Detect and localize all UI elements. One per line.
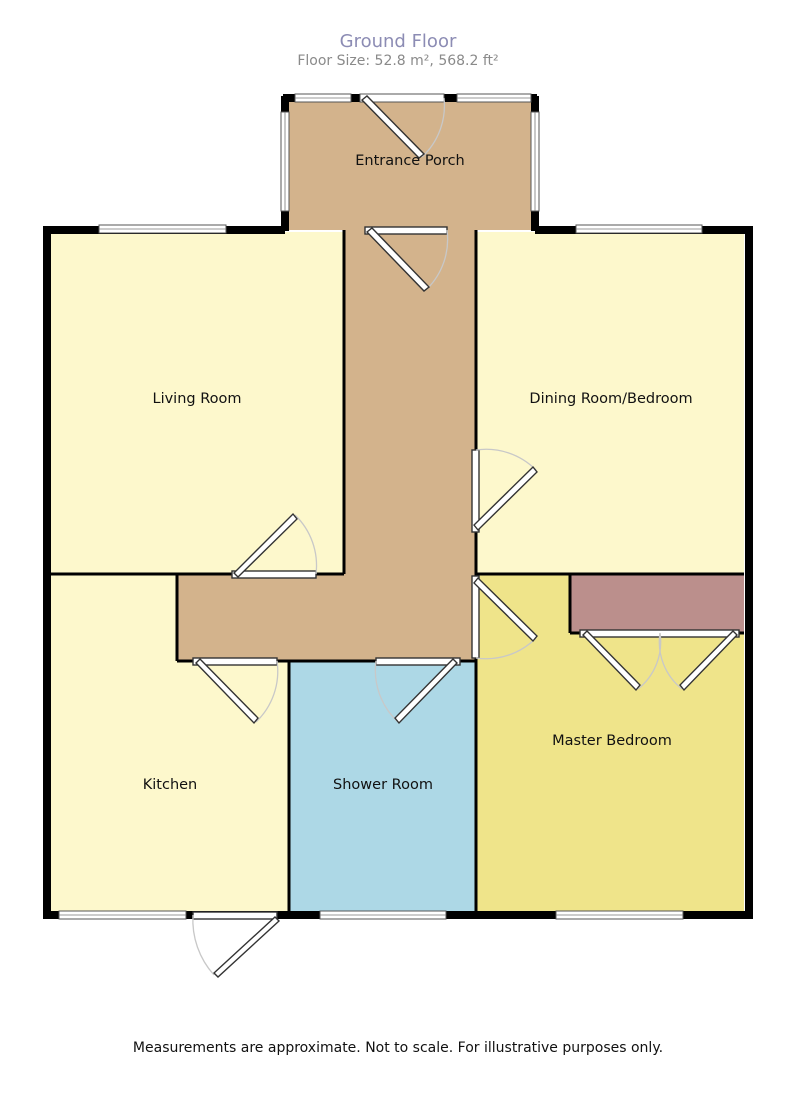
living-room-label: Living Room xyxy=(152,391,241,407)
master-bedroom-label: Master Bedroom xyxy=(552,733,672,749)
entrance-porch-area xyxy=(286,99,534,230)
doors xyxy=(192,95,738,978)
dining-bedroom-label: Dining Room/Bedroom xyxy=(529,391,692,407)
floor-title: Ground Floor xyxy=(339,31,457,52)
wardrobe-area xyxy=(570,574,744,633)
dining-bedroom-area xyxy=(476,232,744,574)
floor-plan: Entrance Porch Living Room Dining Room/B… xyxy=(43,93,753,978)
disclaimer: Measurements are approximate. Not to sca… xyxy=(132,1040,664,1056)
kitchen-label: Kitchen xyxy=(143,777,198,793)
hallway-area xyxy=(177,230,476,661)
windows xyxy=(58,93,703,920)
kitchen-area xyxy=(51,574,289,912)
shower-room-area xyxy=(289,661,476,912)
shower-room-label: Shower Room xyxy=(333,777,433,793)
floor-size-label: Floor Size: 52.8 m², 568.2 ft² xyxy=(297,53,499,69)
entrance-porch-label: Entrance Porch xyxy=(355,153,464,169)
